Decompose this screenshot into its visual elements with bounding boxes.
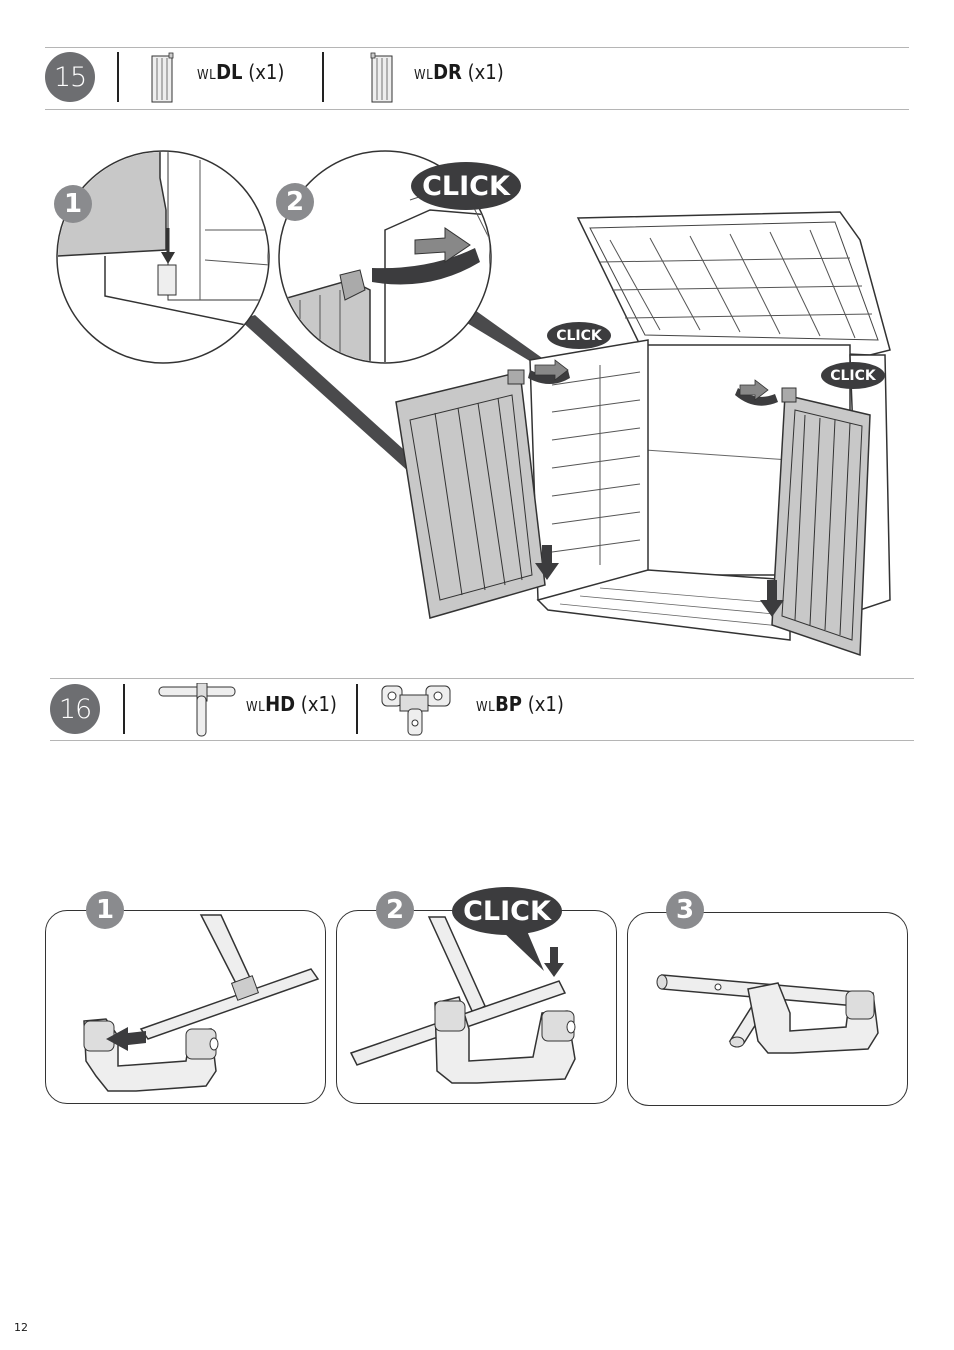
step15-number-badge: 15 [45, 52, 95, 102]
part-bp-qty: (x1) [527, 692, 564, 716]
part-hd-prefix: WL [246, 700, 266, 715]
bracket-plate-icon [381, 685, 451, 736]
step16-panel-3 [627, 912, 908, 1106]
part-hd-qty: (x1) [300, 692, 337, 716]
right-door [771, 387, 871, 657]
click-bubble-right-hinge: CLICK [821, 362, 885, 389]
step16-substep-2: 2 [376, 891, 414, 929]
part-hd-label: WLHD (x1) [246, 692, 337, 716]
part-hd-code: HD [265, 692, 296, 716]
rotate-arrow-right [735, 379, 778, 406]
step16-substep-3: 3 [666, 891, 704, 929]
click-bubble-step16: CLICK [452, 887, 562, 935]
step15-number: 15 [53, 61, 87, 93]
click-bubble-left-hinge: CLICK [547, 322, 611, 349]
panel-2-drawing [349, 916, 576, 1084]
left-door [395, 369, 546, 619]
step16-substep-3-label: 3 [675, 895, 695, 925]
part-dr-prefix: WL [414, 68, 434, 83]
part-bp-label: WLBP (x1) [476, 692, 564, 716]
part-dl-code: DL [216, 60, 243, 84]
page-number: 12 [14, 1321, 28, 1334]
part-bp-prefix: WL [476, 700, 496, 715]
detail2-pointer [462, 308, 545, 366]
storage-box [529, 211, 891, 641]
click-label-right-hinge: CLICK [830, 367, 876, 384]
step16-panel-1 [45, 910, 326, 1104]
step16-bottom-rule [50, 740, 914, 741]
part-dl-label: WLDL (x1) [197, 60, 284, 84]
step16-separator-1 [123, 684, 125, 734]
part-dr-label: WLDR (x1) [414, 60, 504, 84]
part-dr-code: DR [433, 60, 462, 84]
left-door-icon [151, 52, 174, 103]
handle-icon [158, 683, 236, 737]
step15-separator-1 [117, 52, 119, 102]
step15-top-rule [45, 47, 909, 48]
down-arrow-left [535, 545, 559, 580]
step15-substep-2-label: 2 [285, 187, 305, 217]
step15-substep-1-label: 1 [63, 189, 83, 219]
part-dl-qty: (x1) [248, 60, 285, 84]
part-bp-code: BP [495, 692, 522, 716]
down-arrow-right [760, 580, 784, 617]
step16-top-rule [50, 678, 914, 679]
step16-substep-2-label: 2 [385, 895, 405, 925]
step15-substep-2: 2 [276, 183, 314, 221]
step15-substep-1: 1 [54, 185, 92, 223]
step16-substep-1-label: 1 [95, 895, 115, 925]
click-label-large: CLICK [422, 170, 510, 202]
part-dr-qty: (x1) [467, 60, 504, 84]
step15-separator-2 [322, 52, 324, 102]
detail-circle-1 [56, 150, 270, 364]
panel-3-drawing [656, 974, 879, 1054]
rotate-arrow-left [528, 359, 570, 384]
step15-illustration [56, 150, 891, 657]
step16-separator-2 [356, 684, 358, 734]
panel-1-drawing [83, 914, 320, 1092]
step16-number: 16 [58, 693, 92, 725]
step16-panel-2 [336, 910, 617, 1104]
click-bubble-large: CLICK [411, 162, 521, 210]
step16-substep-1: 1 [86, 891, 124, 929]
right-door-icon [370, 52, 393, 103]
click-label-left-hinge: CLICK [556, 327, 602, 344]
click-label-step16: CLICK [463, 895, 551, 927]
part-dl-prefix: WL [197, 68, 217, 83]
step16-number-badge: 16 [50, 684, 100, 734]
step15-bottom-rule [45, 109, 909, 110]
